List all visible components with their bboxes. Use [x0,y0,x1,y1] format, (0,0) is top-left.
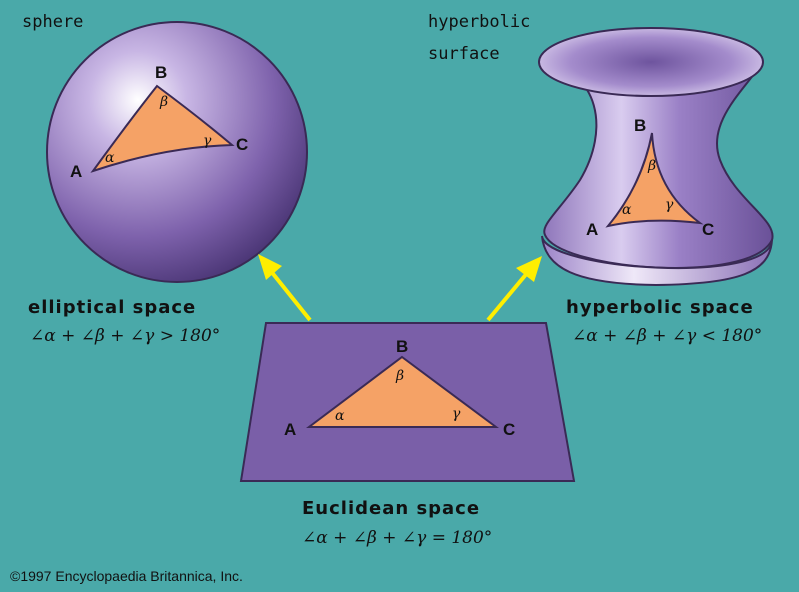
hyperbolic-surface-top-rim [538,27,764,97]
arrow-to-sphere [258,254,312,322]
euclidean-angle-beta: β [396,368,405,384]
elliptical-space-formula: ∠α + ∠β + ∠γ > 180° [30,326,221,346]
sphere-label: sphere [22,12,84,32]
hyperbolic-angle-alpha: α [622,202,632,218]
euclidean-space-formula: ∠α + ∠β + ∠γ = 180° [302,528,493,548]
elliptical-space-title: elliptical space [28,297,197,318]
euclidean-triangle [306,355,500,428]
euclidean-angle-alpha: α [335,408,345,424]
sphere-vertex-b: B [155,63,168,82]
sphere-triangle [90,84,235,173]
copyright-notice: ©1997 Encyclopaedia Britannica, Inc. [10,568,243,584]
hyperbolic-triangle [605,132,704,228]
sphere-vertex-c: C [236,135,249,154]
euclidean-vertex-b: B [396,337,409,356]
sphere-angle-beta: β [160,94,169,110]
euclidean-space-title: Euclidean space [302,498,481,519]
hyperbolic-angle-gamma: γ [665,197,674,213]
hyperbolic-vertex-a: A [586,220,599,239]
sphere-shape [46,21,308,283]
hyperbolic-surface-label-line1: hyperbolic [428,12,531,32]
sphere-angle-gamma: γ [203,133,212,149]
arrow-to-hyperbolic [486,256,542,322]
euclidean-vertex-c: C [503,420,516,439]
euclidean-angle-gamma: γ [452,406,461,422]
hyperbolic-space-formula: ∠α + ∠β + ∠γ < 180° [572,326,763,346]
hyperbolic-space-title: hyperbolic space [566,297,754,318]
hyperbolic-surface-label-line2: surface [428,44,500,64]
hyperbolic-angle-beta: β [648,158,657,174]
euclidean-vertex-a: A [284,420,297,439]
hyperbolic-surface-bottom [541,235,773,287]
sphere-angle-alpha: α [105,150,115,166]
sphere-vertex-a: A [70,162,83,181]
hyperbolic-vertex-c: C [702,220,715,239]
hyperbolic-vertex-b: B [634,116,647,135]
